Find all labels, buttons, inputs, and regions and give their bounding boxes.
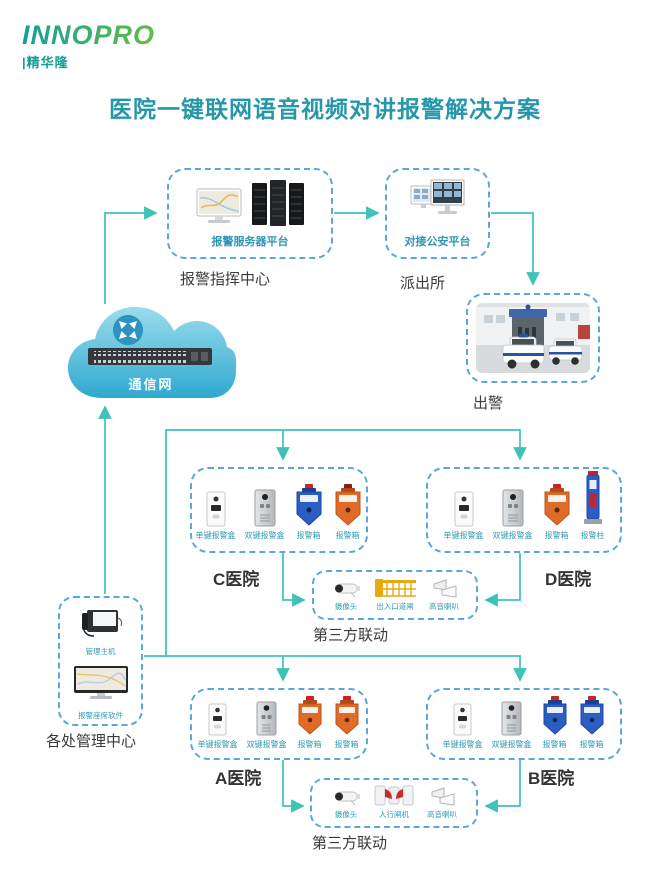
third-party-box-2: 摄像头 人行闸机 高音喇叭 bbox=[310, 778, 478, 828]
command-center-art bbox=[169, 180, 331, 231]
camera: 摄像头 bbox=[331, 581, 361, 612]
double-key-alarm-box: 双键报警盒 bbox=[492, 701, 532, 750]
hospital-c-caption: C医院 bbox=[213, 570, 260, 589]
hospital-a-box: 单键报警盒 双键报警盒 报警箱 报警箱 bbox=[190, 688, 368, 760]
turnstile: 人行闸机 bbox=[373, 784, 415, 820]
double-key-alarm-box-icon bbox=[502, 489, 523, 527]
alarm-box-orange: 报警箱 bbox=[333, 484, 363, 541]
logo: INNOPRO |精华隆 bbox=[22, 20, 155, 71]
brand-wordmark: INNOPRO bbox=[22, 20, 156, 50]
management-center-box: 管理主机 报警座席软件 bbox=[58, 596, 143, 726]
police-station-caption: 派出所 bbox=[400, 275, 446, 292]
management-host-label: 管理主机 bbox=[85, 646, 116, 656]
hospital-c-box: 单键报警盒 双键报警盒 报警箱 报警箱 bbox=[190, 467, 368, 553]
network-switch-icon bbox=[88, 348, 212, 370]
single-key-alarm-box: 单键报警盒 bbox=[443, 703, 483, 750]
single-key-alarm-box: 单键报警盒 bbox=[198, 703, 238, 750]
command-center-box: 报警服务器平台 bbox=[167, 168, 333, 259]
alarm-pillar: 报警柱 bbox=[581, 471, 605, 541]
alarm-console-monitor-icon bbox=[73, 665, 129, 706]
police-platform-box: 对接公安平台 bbox=[385, 168, 490, 259]
dispatch-box bbox=[466, 293, 600, 383]
communication-cloud: 通信网 bbox=[58, 300, 244, 404]
alarm-box-orange: 报警箱 bbox=[542, 484, 572, 541]
third-party-box-1: 摄像头 出入口道闸 高音喇叭 bbox=[312, 570, 478, 620]
double-key-alarm-box: 双键报警盒 bbox=[493, 489, 533, 541]
double-key-alarm-box-icon bbox=[256, 701, 277, 736]
alarm-box-blue-icon bbox=[543, 696, 566, 735]
management-center-caption: 各处管理中心 bbox=[46, 733, 137, 750]
hospital-d-caption: D医院 bbox=[545, 570, 592, 589]
alarm-box-blue-icon bbox=[580, 696, 603, 735]
alarm-box-blue-icon bbox=[296, 484, 321, 526]
single-key-alarm-box-icon bbox=[454, 491, 473, 527]
camera-icon bbox=[335, 583, 360, 598]
loudspeaker: 高音喇叭 bbox=[427, 786, 457, 820]
camera: 摄像头 bbox=[331, 789, 361, 820]
third-party-caption-1: 第三方联动 bbox=[313, 627, 389, 644]
single-key-alarm-box: 单键报警盒 bbox=[444, 491, 484, 541]
alarm-box-orange: 报警箱 bbox=[296, 696, 324, 750]
alarm-box-orange: 报警箱 bbox=[333, 696, 361, 750]
hospital-d-box: 单键报警盒 双键报警盒 报警箱 报警柱 bbox=[426, 467, 622, 553]
surveillance-monitors-icon bbox=[409, 178, 467, 225]
double-key-alarm-box-icon bbox=[254, 489, 275, 527]
loudspeaker-icon bbox=[431, 787, 454, 806]
alarm-console-software-label: 报警座席软件 bbox=[78, 710, 123, 720]
barrier-gate: 出入口道闸 bbox=[373, 577, 417, 612]
third-party-caption-2: 第三方联动 bbox=[312, 835, 388, 852]
alarm-box-orange-icon bbox=[335, 484, 360, 526]
alarm-box-orange-icon bbox=[544, 484, 569, 526]
network-label: 通信网 bbox=[128, 377, 174, 392]
hospital-b-box: 单键报警盒 双键报警盒 报警箱 报警箱 bbox=[426, 688, 622, 760]
desk-phone-icon bbox=[78, 608, 124, 642]
turnstile-icon bbox=[374, 785, 414, 806]
alarm-server-platform-label: 报警服务器平台 bbox=[211, 236, 289, 248]
alarm-box-blue: 报警箱 bbox=[541, 696, 569, 750]
dispatch-caption: 出警 bbox=[473, 395, 504, 412]
command-center-caption: 报警指挥中心 bbox=[180, 271, 271, 288]
loudspeaker: 高音喇叭 bbox=[429, 578, 459, 612]
double-key-alarm-box: 双键报警盒 bbox=[247, 701, 287, 750]
brand-chinese-name: |精华隆 bbox=[22, 55, 69, 70]
alarm-box-blue: 报警箱 bbox=[294, 484, 324, 541]
map-monitor-icon bbox=[195, 188, 243, 231]
page-title: 医院一键联网语音视频对讲报警解决方案 bbox=[109, 96, 541, 122]
barrier-gate-icon bbox=[375, 579, 416, 597]
transfer-arrows-icon bbox=[112, 314, 144, 351]
police-platform-label: 对接公安平台 bbox=[404, 236, 471, 248]
server-rack-icon bbox=[251, 180, 305, 231]
single-key-alarm-box-icon bbox=[206, 491, 225, 527]
police-station-photo bbox=[476, 303, 590, 373]
police-platform-art bbox=[387, 178, 488, 225]
alarm-box-blue: 报警箱 bbox=[578, 696, 606, 750]
alarm-box-orange-icon bbox=[335, 696, 358, 735]
hospital-b-caption: B医院 bbox=[528, 769, 575, 788]
camera-icon bbox=[335, 791, 360, 806]
alarm-pillar-icon bbox=[583, 471, 602, 524]
double-key-alarm-box-icon bbox=[501, 701, 522, 736]
single-key-alarm-box-icon bbox=[208, 703, 227, 736]
single-key-alarm-box-icon bbox=[453, 703, 472, 736]
single-key-alarm-box: 单键报警盒 bbox=[196, 491, 236, 541]
hospital-a-caption: A医院 bbox=[215, 769, 262, 788]
alarm-box-orange-icon bbox=[298, 696, 321, 735]
double-key-alarm-box: 双键报警盒 bbox=[245, 489, 285, 541]
loudspeaker-icon bbox=[433, 579, 456, 598]
